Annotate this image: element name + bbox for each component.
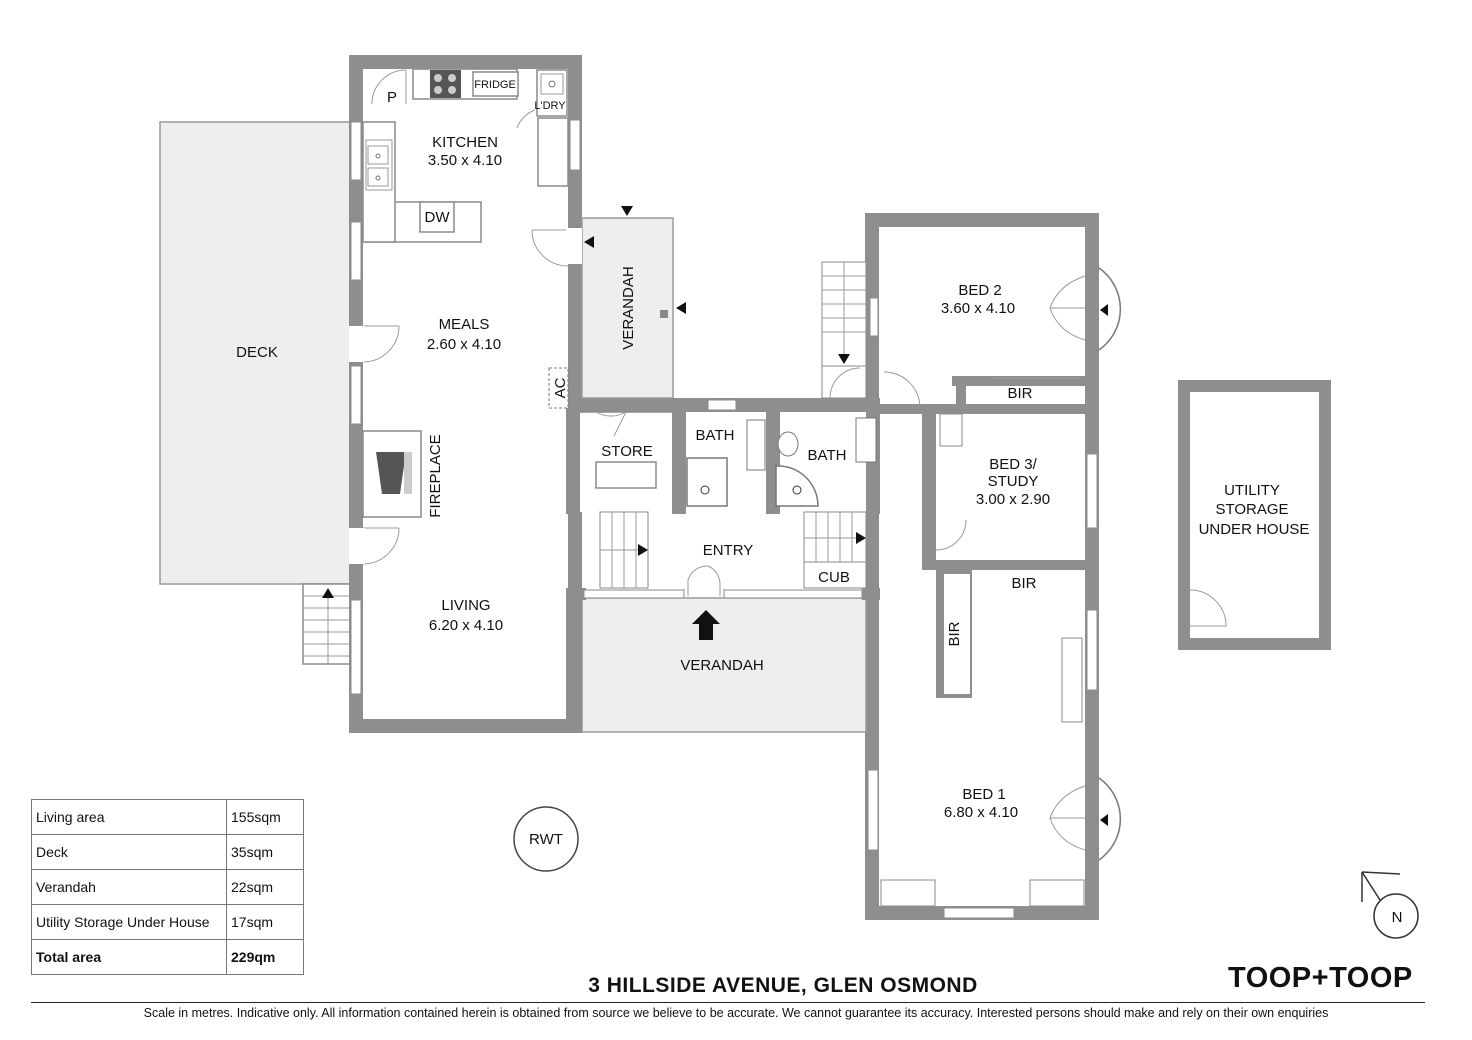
area-label: Living area xyxy=(31,799,227,835)
meals-size: 2.60 x 4.10 xyxy=(427,336,501,353)
bed2-bir-label: BIR xyxy=(1007,385,1032,402)
kitchen-sink-icon xyxy=(365,139,393,191)
side-verandah-label: VERANDAH xyxy=(620,266,637,349)
bed1-label: BED 1 xyxy=(962,786,1005,803)
dishwasher-box xyxy=(419,201,455,233)
back-stairs xyxy=(821,261,867,399)
cooktop-icon xyxy=(430,70,461,98)
bed2-french-doors xyxy=(1049,267,1122,351)
ac-label: AC xyxy=(552,377,569,398)
fireplace-icon xyxy=(349,430,422,518)
meals-label: MEALS xyxy=(439,316,490,333)
main-wing-floor xyxy=(363,69,568,719)
area-value: 35sqm xyxy=(226,834,304,870)
kitchen-label: KITCHEN xyxy=(432,134,498,151)
utility-label-line2: STORAGE xyxy=(1215,501,1288,518)
ac-unit xyxy=(548,367,569,409)
north-arrow-icon xyxy=(1361,871,1419,939)
side-verandah xyxy=(581,217,674,399)
bath1-label: BATH xyxy=(696,427,735,444)
area-value: 22sqm xyxy=(226,869,304,905)
dishwasher-label: DW xyxy=(425,209,451,226)
area-label: Utility Storage Under House xyxy=(31,904,227,940)
bed1-size: 6.80 x 4.10 xyxy=(944,804,1018,821)
bed3-size: 3.00 x 2.90 xyxy=(976,491,1050,508)
bed1-french-doors xyxy=(1049,777,1122,861)
bed1-bir-side-label: BIR xyxy=(946,621,963,646)
area-label: Deck xyxy=(31,834,227,870)
bed2-size: 3.60 x 4.10 xyxy=(941,300,1015,317)
bath2-label: BATH xyxy=(808,447,847,464)
footer-divider xyxy=(31,1002,1425,1003)
area-value: 229qm xyxy=(226,939,304,975)
living-size: 6.20 x 4.10 xyxy=(429,617,503,634)
deck-area xyxy=(159,121,351,585)
north-label: N xyxy=(1392,909,1403,926)
area-value: 17sqm xyxy=(226,904,304,940)
bed3-label-line2: STUDY xyxy=(988,473,1039,490)
fridge-label: FRIDGE xyxy=(474,79,516,91)
laundry-label: L'DRY xyxy=(534,100,566,112)
bed2-label: BED 2 xyxy=(958,282,1001,299)
property-address: 3 HILLSIDE AVENUE, GLEN OSMOND xyxy=(588,974,978,997)
cub-label: CUB xyxy=(818,569,850,586)
kitchen-size: 3.50 x 4.10 xyxy=(428,152,502,169)
entry-label: ENTRY xyxy=(703,542,754,559)
area-label: Verandah xyxy=(31,869,227,905)
pantry-label: P xyxy=(387,89,397,106)
living-label: LIVING xyxy=(441,597,490,614)
entry-stairs xyxy=(599,511,867,589)
disclaimer-text: Scale in metres. Indicative only. All in… xyxy=(143,1006,1329,1020)
deck-label: DECK xyxy=(236,344,278,361)
utility-label-line3: UNDER HOUSE xyxy=(1199,521,1310,538)
laundry-tub-icon xyxy=(536,69,568,117)
store-label: STORE xyxy=(601,443,652,460)
entry-arrow-icon xyxy=(692,610,720,640)
agency-logo: TOOP+TOOP xyxy=(1228,962,1413,994)
windows xyxy=(350,119,1098,919)
bed3-label-line1: BED 3/ xyxy=(989,456,1037,473)
front-verandah-label: VERANDAH xyxy=(680,657,763,674)
rainwater-tank xyxy=(513,806,579,872)
area-value: 155sqm xyxy=(226,799,304,835)
rwt-label: RWT xyxy=(529,831,563,848)
fireplace-label: FIREPLACE xyxy=(427,434,444,517)
deck-stairs xyxy=(302,583,354,665)
area-label: Total area xyxy=(31,939,227,975)
bed1-bir-top-label: BIR xyxy=(1011,575,1036,592)
utility-label-line1: UTILITY xyxy=(1224,482,1280,499)
